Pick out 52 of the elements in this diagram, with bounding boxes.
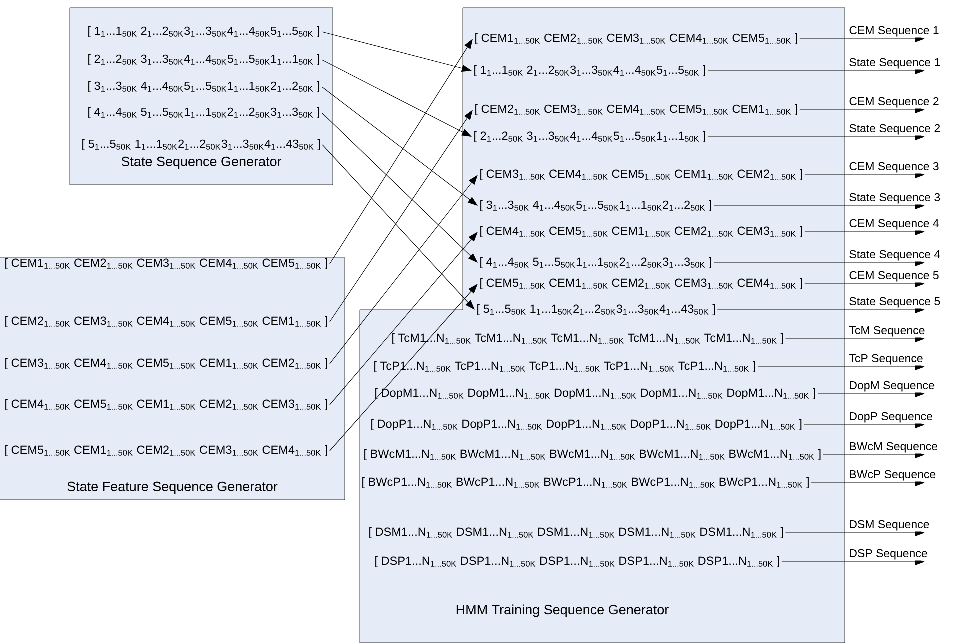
sequence-text: [ 4$_{1}$...4$_{50K}$ 5$_{1}$...5$_{50K}$1$_{1}$...1$_{50K}$2$_{1}$...2$_{50K}$3$_{1}$...3$_{50K}$ ] <box>480 258 712 268</box>
sequence-text: [ 3$_{1}$...3$_{50K}$ 4$_{1}$...4$_{50K}$5$_{1}$...5$_{50K}$1$_{1}$...1$_{50K}$2$_{1}$...2$_{50K}$ ] <box>88 82 320 92</box>
arrow <box>330 232 478 406</box>
edge-label: State Sequence 1 <box>850 58 940 69</box>
arrow <box>322 112 478 263</box>
edge-label: CEM Sequence 5 <box>850 271 939 282</box>
sequence-text: [ DopM1...N$_{1...50K}$ DopM1...N$_{1...50K}$ DopM1...N$_{1...50K}$ DopM1...N$_{1...50K}$ DopM1...N$_{1...50K}$ ] <box>376 388 816 400</box>
edge-label: BWcM Sequence <box>850 442 938 453</box>
edge-label: BWcP Sequence <box>850 470 936 481</box>
sequence-text: [ DopP1...N$_{1...50K}$ DopP1...N$_{1...50K}$ DopP1...N$_{1...50K}$ DopP1...N$_{1...50K}$ DopP1...N$_{1...50K}$ ] <box>372 420 802 430</box>
edge-label: TcM Sequence <box>849 326 925 337</box>
sequence-text: [ CEM1$_{1...50K}$ CEM2$_{1...50K}$ CEM3$_{1...50K}$ CEM4$_{1...50K}$ CEM5$_{1...50K}$ ] <box>476 34 798 44</box>
sequence-text: [ DSM1...N$_{1...50K}$ DSM1...N$_{1...50K}$ DSM1...N$_{1...50K}$ DSM1...N$_{1...50K}$ DSM1...N$_{1...50K}$ ] <box>370 528 784 538</box>
edge-label: DopP Sequence <box>850 412 932 423</box>
sequence-text: [ CEM5$_{1...50K}$ CEM1$_{1...50K}$ CEM2$_{1...50K}$ CEM3$_{1...50K}$ CEM4$_{1...50K}$ ] <box>6 446 328 456</box>
sequence-text: [ CEM2$_{1...50K}$ CEM3$_{1...50K}$ CEM4$_{1...50K}$ CEM5$_{1...50K}$ CEM1$_{1...50K}$ ] <box>6 316 328 328</box>
sequence-text: [ CEM3$_{1...50K}$ CEM4$_{1...50K}$ CEM5$_{1...50K}$ CEM1$_{1...50K}$ CEM2$_{1...50K}$ ] <box>6 358 328 370</box>
sequence-text: [ 5$_{1}$...5$_{50K}$ 1$_{1}$...1$_{50K}$2$_{1}$...2$_{50K}$3$_{1}$...3$_{50K}$4$_{1}$...43$_{50K}$ ] <box>82 140 320 150</box>
sequence-text: [ 5$_{1}$...5$_{50K}$ 1$_{1}$...1$_{50K}$2$_{1}$...2$_{50K}$3$_{1}$...3$_{50K}$4$_{1}$...43$_{50K}$ ] <box>478 304 716 316</box>
arrow <box>330 110 473 322</box>
edge-label: DopM Sequence <box>850 381 934 392</box>
edge-label: TcP Sequence <box>849 354 923 365</box>
arrow <box>330 39 473 264</box>
arrow <box>330 284 478 452</box>
sequence-text: [ CEM4$_{1...50K}$ CEM5$_{1...50K}$ CEM1$_{1...50K}$ CEM2$_{1...50K}$ CEM3$_{1...50K}$ ] <box>6 400 328 410</box>
sequence-text: [ CEM1$_{1...50K}$ CEM2$_{1...50K}$ CEM3$_{1...50K}$ CEM4$_{1...50K}$ CEM5$_{1...50K}$ ] <box>6 258 328 270</box>
sequence-text: [ CEM4$_{1...50K}$ CEM5$_{1...50K}$ CEM1$_{1...50K}$ CEM2$_{1...50K}$ CEM3$_{1...50K}$ ] <box>480 226 802 238</box>
sequence-text: [ CEM5$_{1...50K}$ CEM1$_{1...50K}$ CEM2$_{1...50K}$ CEM3$_{1...50K}$ CEM4$_{1...50K}$ ] <box>480 278 802 290</box>
sequence-text: [ 2$_{1}$...2$_{50K}$ 3$_{1}$...3$_{50K}$4$_{1}$...4$_{50K}$5$_{1}$...5$_{50K}$1$_{1}$...1$_{50K}$ ] <box>88 54 320 66</box>
sequence-text: [ 1$_{1}$...1$_{50K}$ 2$_{1}$...2$_{50K}$3$_{1}$...3$_{50K}$4$_{1}$...4$_{50K}$5$_{1}$...5$_{50K}$ ] <box>474 66 706 76</box>
sequence-text: [ 4$_{1}$...4$_{50K}$ 5$_{1}$...5$_{50K}$1$_{1}$...1$_{50K}$2$_{1}$...2$_{50K}$3$_{1}$...3$_{50K}$ ] <box>88 108 320 118</box>
edge-label: CEM Sequence 1 <box>850 26 939 37</box>
edge-label: DSP Sequence <box>850 549 928 560</box>
edge-label: CEM Sequence 4 <box>850 219 939 230</box>
arrow <box>322 144 475 310</box>
sequence-text: [ CEM3$_{1...50K}$ CEM4$_{1...50K}$ CEM5$_{1...50K}$ CEM1$_{1...50K}$ CEM2$_{1...50K}$ ] <box>480 170 802 180</box>
sequence-text: [ CEM2$_{1...50K}$ CEM3$_{1...50K}$ CEM4$_{1...50K}$ CEM5$_{1...50K}$ CEM1$_{1...50K}$ ] <box>476 104 798 116</box>
sequence-text: [ 3$_{1}$...3$_{50K}$ 4$_{1}$...4$_{50K}$5$_{1}$...5$_{50K}$1$_{1}$...1$_{50K}$2$_{1}$...2$_{50K}$ ] <box>480 200 712 212</box>
sequence-text: [ BWcM1...N$_{1...50K}$ BWcM1...N$_{1...50K}$ BWcM1...N$_{1...50K}$ BWcM1...N$_{1...50K}$ BWcM1...N$_{1...50K}$ ] <box>364 450 821 460</box>
edge-label: State Sequence 4 <box>850 250 940 261</box>
edge-label: State Sequence 3 <box>850 193 940 204</box>
sequence-text: [ 2$_{1}$...2$_{50K}$ 3$_{1}$...3$_{50K}$4$_{1}$...4$_{50K}$5$_{1}$...5$_{50K}$1$_{1}$...1$_{50K}$ ] <box>474 132 706 142</box>
sequence-text: [ DSP1...N$_{1...50K}$ DSP1...N$_{1...50K}$ DSP1...N$_{1...50K}$ DSP1...N$_{1...50K}$ DSP1...N$_{1...50K}$ ] <box>376 556 780 568</box>
edge-label: State Sequence 2 <box>850 124 940 135</box>
edge-label: CEM Sequence 2 <box>850 97 939 108</box>
edge-label: State Sequence 5 <box>850 297 940 308</box>
sequence-text: [ 1$_{1}$...1$_{50K}$ 2$_{1}$...2$_{50K}$3$_{1}$...3$_{50K}$4$_{1}$...4$_{50K}$5$_{1}$...5$_{50K}$ ] <box>88 26 320 38</box>
sequence-text: [ BWcP1...N$_{1...50K}$ BWcP1...N$_{1...50K}$ BWcP1...N$_{1...50K}$ BWcP1...N$_{1...50K}$ BWcP1...N$_{1...50K}$ ] <box>362 478 809 488</box>
edge-label: DSM Sequence <box>850 520 930 531</box>
arrow <box>322 86 478 206</box>
arrow <box>330 175 478 364</box>
edge-label: CEM Sequence 3 <box>850 162 939 173</box>
